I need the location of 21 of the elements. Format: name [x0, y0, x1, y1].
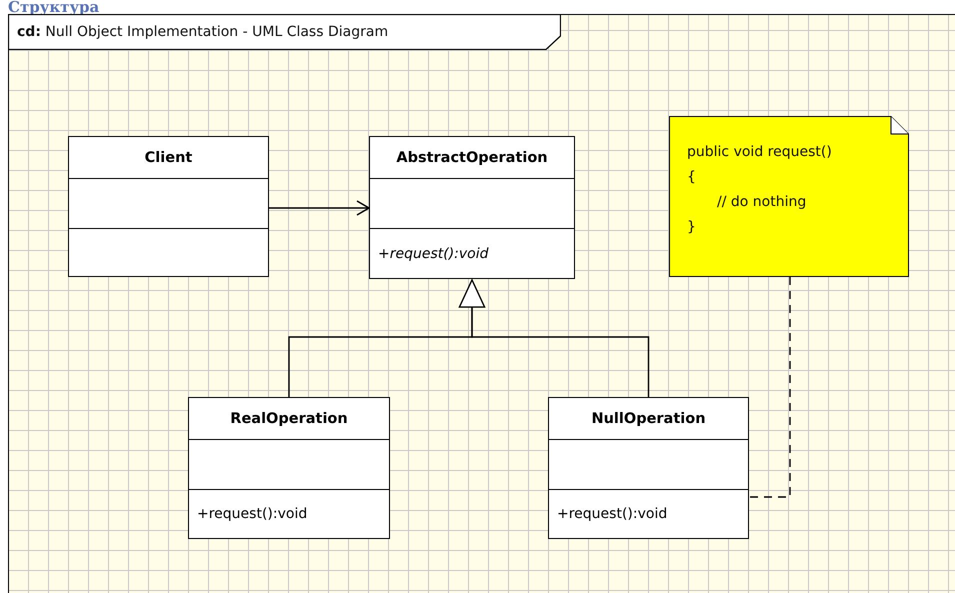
class-box	[548, 397, 749, 539]
operation-text: +request():void	[378, 246, 489, 262]
code-line: // do nothing	[716, 193, 806, 212]
note-link	[749, 277, 791, 498]
diagram-frame	[8, 14, 955, 593]
class-name: RealOperation	[230, 410, 348, 426]
operation-text: +request():void	[197, 506, 308, 522]
operation-text: +request():void	[557, 506, 668, 522]
code-line: }	[687, 218, 696, 237]
frame-title: cd: Null Object Implementation - UML Class Diagram	[17, 24, 388, 40]
class-box	[188, 397, 390, 539]
class-name: Client	[144, 150, 192, 166]
class-name: NullOperation	[591, 410, 706, 426]
class-box	[369, 136, 575, 279]
association-arrow	[269, 200, 370, 216]
page-title: Структура	[8, 0, 100, 16]
generalization-arrow	[458, 279, 650, 397]
code-line: public void request()	[687, 143, 832, 162]
class-name: AbstractOperation	[396, 150, 548, 166]
class-box	[68, 136, 269, 277]
code-line: {	[687, 168, 696, 187]
